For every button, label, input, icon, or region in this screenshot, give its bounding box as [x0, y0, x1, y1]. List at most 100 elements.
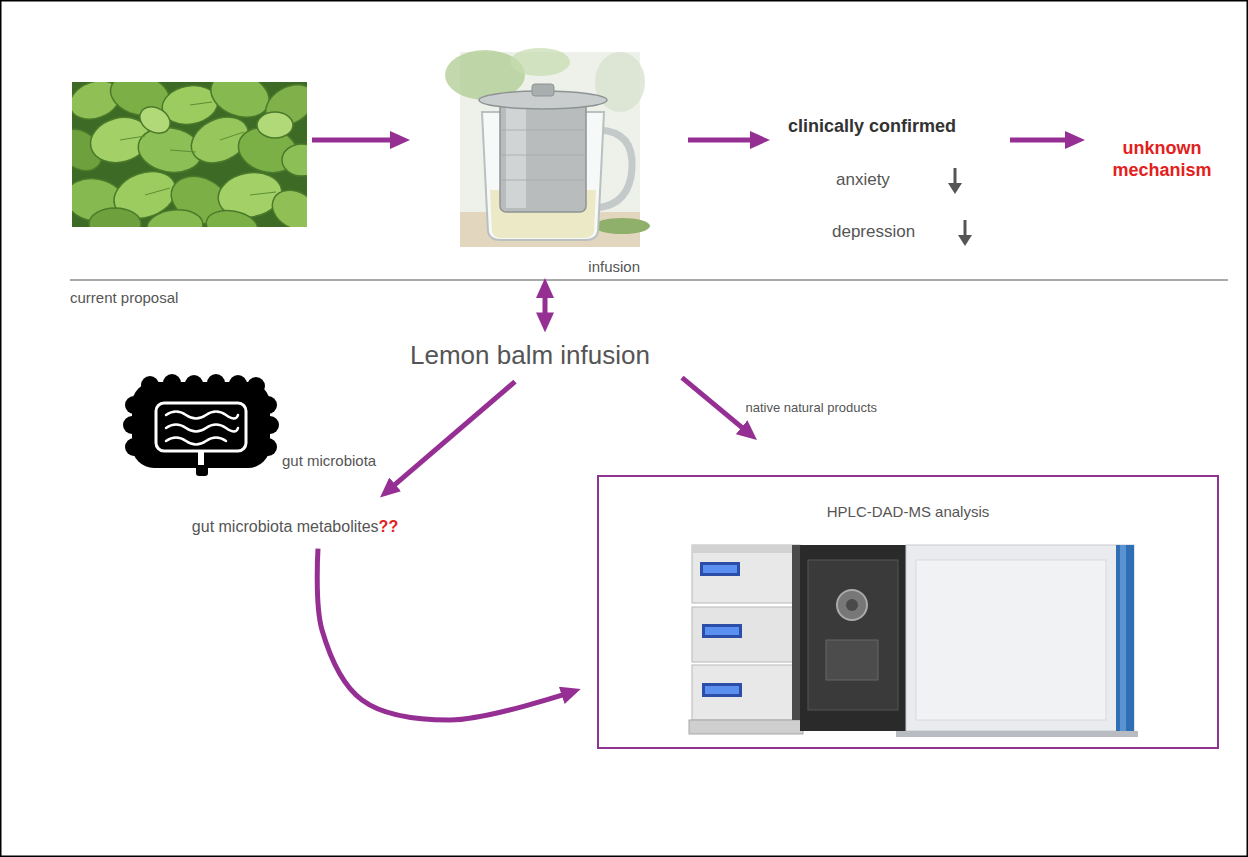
lemon-balm-photo [72, 82, 307, 227]
lemon-balm-photo [170, 150, 196, 152]
metabolites-note: gut microbiota metabolites?? [188, 515, 402, 538]
infusion-mug-photo [506, 104, 526, 208]
box-title: HPLC-DAD-MS analysis [599, 503, 1217, 521]
infusion-title: Lemon balm infusion [410, 340, 650, 371]
hplc-instrument [692, 607, 800, 662]
gut-icon [125, 438, 143, 456]
flow-arrow [317, 549, 571, 720]
hplc-instrument [896, 731, 1138, 737]
divider-line [70, 280, 1228, 281]
hplc-instrument [702, 683, 742, 697]
infusion-mug-photo [594, 218, 650, 234]
gut-icon [132, 382, 270, 468]
hplc-instrument [705, 627, 739, 635]
outcome-heading: clinically confirmed [788, 116, 956, 138]
infusion-mug-photo [510, 48, 570, 76]
gut-icon [166, 425, 238, 432]
mechanism-text: unknown mechanism [1106, 138, 1218, 181]
hplc-instrument [692, 545, 800, 603]
infusion-photo-node: infusion [458, 48, 644, 276]
gut-icon [166, 412, 238, 445]
gut-icon [156, 403, 246, 451]
photo-caption: infusion [588, 258, 640, 276]
outcome-item: depression [832, 222, 915, 242]
gut-icon [229, 375, 247, 393]
gut-icon [125, 396, 143, 414]
hplc-instrument [800, 545, 906, 731]
flow-arrow [1010, 138, 1075, 143]
infusion-mug-photo [500, 180, 586, 181]
hplc-instrument [703, 565, 737, 573]
gut-icon [185, 375, 203, 393]
hplc-instrument [689, 545, 1138, 737]
gut-icon [247, 377, 265, 395]
trend-arrow [948, 183, 962, 194]
hplc-instrument [692, 545, 800, 553]
hplc-instrument [692, 665, 800, 720]
gut-icon [123, 416, 141, 434]
lemon-balm-photo [257, 112, 293, 138]
lemon-balm-photo [135, 102, 175, 139]
hplc-instrument [689, 720, 803, 734]
hplc-box: HPLC-DAD-MS analysis [597, 475, 1219, 749]
gut-icon [259, 438, 277, 456]
gut-icon [207, 374, 225, 392]
gut-icon [123, 374, 279, 476]
infusion-mug-photo [500, 130, 586, 180]
gut-icon [163, 374, 181, 392]
lemon-balm-photo [120, 136, 145, 140]
section-label: current proposal [70, 289, 178, 307]
mechanism-note: unknown mechanism [1102, 136, 1222, 183]
infusion-mug-photo [500, 130, 586, 131]
hplc-instrument [700, 562, 740, 576]
lemon-balm-photo [72, 82, 307, 227]
gut-icon [123, 374, 279, 476]
question-marks: ?? [379, 518, 399, 535]
infusion-mug-photo [500, 100, 586, 212]
lemon-balm-photo [120, 102, 276, 195]
infusion-mug-photo [532, 84, 554, 96]
edge-label: native natural products [744, 400, 880, 416]
hplc-instrument [1116, 545, 1134, 731]
connector-group [317, 140, 1075, 720]
flow-arrow [543, 288, 548, 322]
flow-arrow [388, 382, 515, 491]
hplc-instrument [702, 624, 742, 638]
flow-arrow [688, 138, 760, 143]
lemon-balm-photo [146, 208, 205, 227]
flow-arrow [312, 138, 400, 143]
gut-icon [259, 396, 277, 414]
hplc-instrument [846, 599, 858, 611]
hplc-instrument [906, 545, 1134, 731]
trend-arrow [958, 235, 972, 246]
infusion-mug-photo [445, 48, 650, 247]
lemon-balm-photo [145, 188, 170, 195]
flow-arrow [682, 378, 749, 434]
hplc-instrument [808, 560, 898, 710]
hplc-instrument [916, 560, 1106, 720]
trend-arrow [948, 168, 972, 246]
lemon-balm-photo [220, 132, 244, 140]
metabolites-text: gut microbiota metabolites [192, 518, 379, 535]
infusion-heading: Lemon balm infusion [400, 336, 660, 375]
lemon-balm-photo [190, 102, 212, 105]
outcome-item: anxiety [836, 170, 890, 190]
gut-icon [166, 412, 238, 419]
infusion-mug-photo [500, 155, 586, 156]
gut-icon [261, 416, 279, 434]
outcome-block: clinically confirmed anxiety depression [782, 110, 982, 255]
hplc-instrument [826, 640, 878, 680]
hplc-instrument [792, 545, 800, 720]
hplc-instrument [705, 686, 739, 694]
lemon-balm-photo [250, 192, 276, 195]
hplc-instrument [837, 590, 867, 620]
lemon-balm-photo [89, 208, 141, 227]
lemon-balm-photo [265, 182, 307, 227]
gut-caption: gut microbiota [282, 452, 376, 470]
lemon-balm-photo [282, 144, 307, 176]
gut-icon [141, 376, 159, 394]
